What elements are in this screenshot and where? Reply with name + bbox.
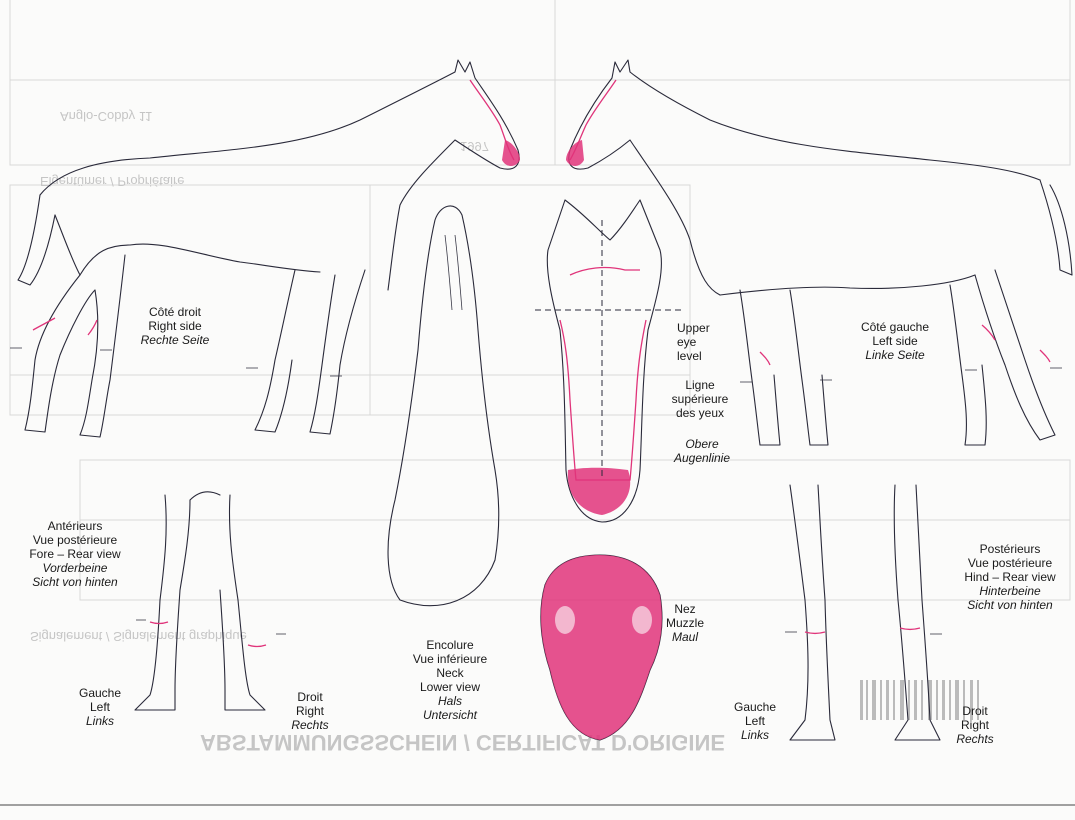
- hind-left-mark: [805, 632, 825, 634]
- hindlegs-fr2: Vue postérieure: [950, 556, 1070, 570]
- fore-right-label: Droit Right Rechts: [280, 690, 340, 732]
- forelegs-label: Antérieurs Vue postérieure Fore – Rear v…: [20, 519, 130, 589]
- left-side-fr: Côté gauche: [840, 320, 950, 334]
- forelegs-de2: Sicht von hinten: [20, 575, 130, 589]
- bg-proprietor: Eigentümer / Propriétaire: [40, 174, 185, 189]
- horse-left-side-figure: [566, 60, 1072, 445]
- neck-en1: Neck: [395, 666, 505, 680]
- hind-left-en: Left: [725, 714, 785, 728]
- fore-left-de: Links: [70, 714, 130, 728]
- hindlegs-en: Hind – Rear view: [950, 570, 1070, 584]
- hind-right-fr: Droit: [945, 704, 1005, 718]
- muzzle-fr: Nez: [650, 602, 720, 616]
- right-hind-pastern-mark: [33, 318, 55, 330]
- right-side-de: Rechte Seite: [120, 333, 230, 347]
- left-side-label: Côté gauche Left side Linke Seite: [840, 320, 950, 362]
- hindlegs-de2: Sicht von hinten: [950, 598, 1070, 612]
- hind-right-mark: [900, 628, 920, 630]
- muzzle-en: Muzzle: [650, 616, 720, 630]
- muzzle-view-figure: [541, 555, 662, 740]
- eye-level-fr3: des yeux: [660, 406, 740, 420]
- fore-right-de: Rechts: [280, 718, 340, 732]
- forelegs-de1: Vorderbeine: [20, 561, 130, 575]
- forelegs-en: Fore – Rear view: [20, 547, 130, 561]
- muzzle-label: Nez Muzzle Maul: [650, 602, 720, 644]
- hindlegs-label: Postérieurs Vue postérieure Hind – Rear …: [950, 542, 1070, 612]
- hindlegs-fr1: Postérieurs: [950, 542, 1070, 556]
- hindlegs-de1: Hinterbeine: [950, 584, 1070, 598]
- hind-left-label: Gauche Left Links: [725, 700, 785, 742]
- eye-level-fr-label: Ligne supérieure des yeux: [660, 378, 740, 420]
- left-side-en: Left side: [840, 334, 950, 348]
- neck-fr2: Vue inférieure: [395, 652, 505, 666]
- eye-level-fr1: Ligne: [660, 378, 740, 392]
- fore-left-fr: Gauche: [70, 686, 130, 700]
- muzzle-de: Maul: [650, 630, 720, 644]
- eye-level-en2: eye: [677, 335, 710, 349]
- eye-level-de-label: Obere Augenlinie: [662, 437, 742, 465]
- fore-right-mark: [248, 645, 266, 647]
- head-snip-marking: [568, 468, 630, 515]
- fore-right-fr: Droit: [280, 690, 340, 704]
- neck-en2: Lower view: [395, 680, 505, 694]
- fore-left-en: Left: [70, 700, 130, 714]
- eye-level-de1: Obere: [662, 437, 742, 451]
- fore-right-en: Right: [280, 704, 340, 718]
- neck-de1: Hals: [395, 694, 505, 708]
- hind-right-de: Rechts: [945, 732, 1005, 746]
- bg-title: ABSTAMMUNGSSCHEIN / CERTIFICAT D'ORIGINE: [200, 730, 725, 755]
- forelegs-fr2: Vue postérieure: [20, 533, 130, 547]
- hind-legs-rear-view-figure: [785, 485, 942, 740]
- right-side-label: Côté droit Right side Rechte Seite: [120, 305, 230, 347]
- right-side-fr: Côté droit: [120, 305, 230, 319]
- bg-signature: Signalement / Signalement graphique: [30, 629, 247, 644]
- right-muzzle-marking: [502, 140, 520, 166]
- fore-legs-rear-view-figure: [135, 492, 286, 710]
- eye-level-fr2: supérieure: [660, 392, 740, 406]
- hind-right-en: Right: [945, 718, 1005, 732]
- head-front-view-figure: [535, 200, 685, 522]
- hind-left-de: Links: [725, 728, 785, 742]
- neck-fr1: Encolure: [395, 638, 505, 652]
- eye-level-de2: Augenlinie: [662, 451, 742, 465]
- eye-level-en-label: Upper eye level: [677, 321, 710, 363]
- fore-left-label: Gauche Left Links: [70, 686, 130, 728]
- left-muzzle-marking: [566, 140, 584, 166]
- neck-de2: Untersicht: [395, 708, 505, 722]
- head-upper-marking: [570, 268, 640, 275]
- neck-label: Encolure Vue inférieure Neck Lower view …: [395, 638, 505, 722]
- bg-form-box: [10, 0, 1070, 165]
- forelegs-fr1: Antérieurs: [20, 519, 130, 533]
- neck-lower-view-figure: [388, 206, 499, 606]
- hind-right-label: Droit Right Rechts: [945, 704, 1005, 746]
- eye-level-en1: Upper: [677, 321, 710, 335]
- left-side-de: Linke Seite: [840, 348, 950, 362]
- bg-row: Anglo-Cobby 11: [60, 109, 152, 124]
- right-side-en: Right side: [120, 319, 230, 333]
- eye-level-en3: level: [677, 349, 710, 363]
- hind-left-fr: Gauche: [725, 700, 785, 714]
